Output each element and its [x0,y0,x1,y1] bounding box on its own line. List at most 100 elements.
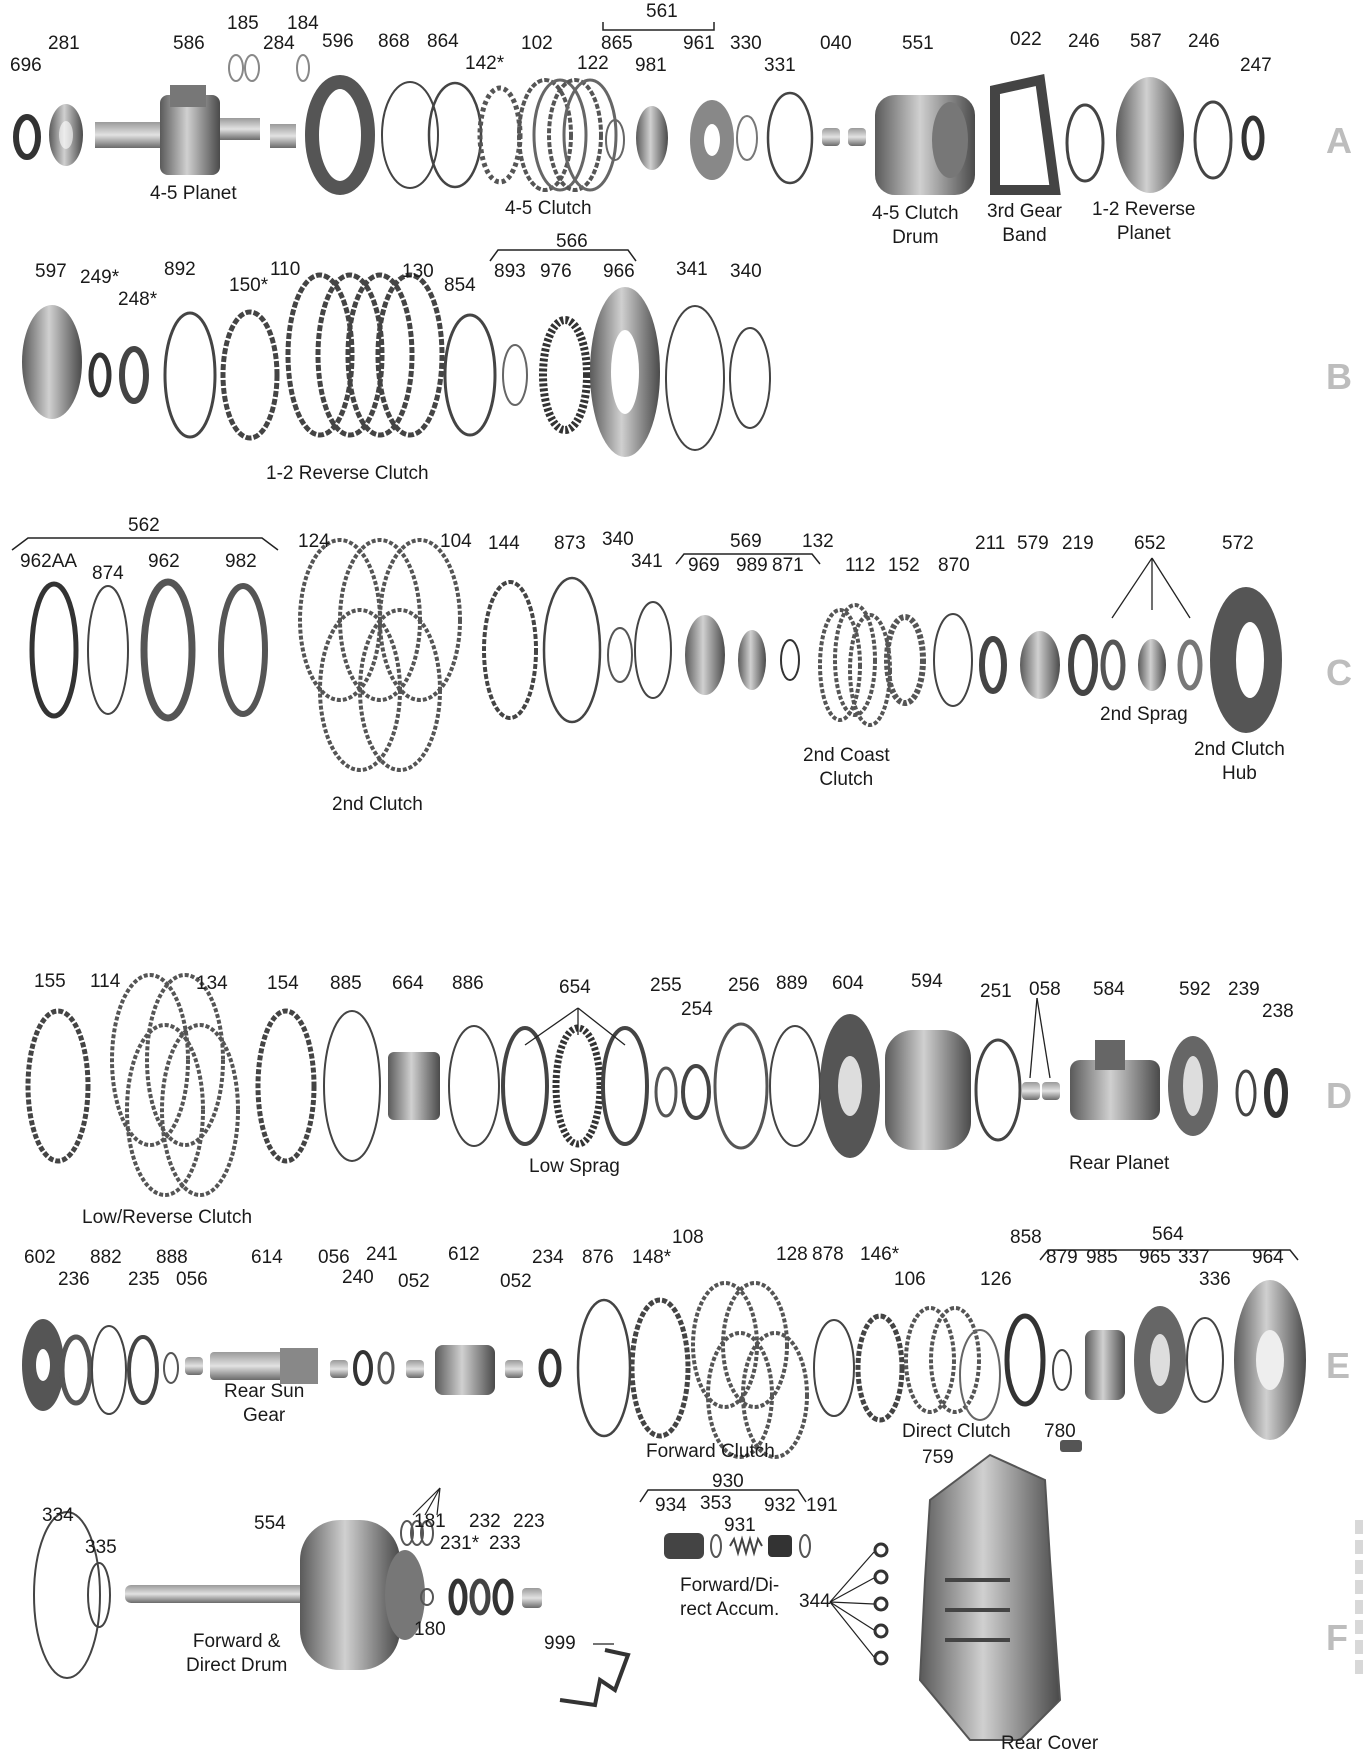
part-number: 566 [556,231,588,252]
part-number: 238 [1262,1001,1294,1022]
part-number: 334 [42,1505,74,1526]
part-number: 130 [402,261,434,282]
part-number: 934 [655,1495,687,1516]
part-number: 040 [820,33,852,54]
part-number: 104 [440,531,472,552]
part-number: 594 [911,971,943,992]
part-number: 331 [764,55,796,76]
part-number: 132 [802,531,834,552]
part-number: 110 [270,259,301,280]
part-number: 876 [582,1247,614,1268]
caption-forward-direct-accum: Forward/Di- rect Accum. [680,1575,780,1620]
part-number: 154 [267,973,299,994]
part-number: 185 [227,13,259,34]
part-number: 551 [902,33,934,54]
part-number: 251 [980,981,1012,1002]
part-number: 340 [602,529,634,550]
part-number: 592 [1179,979,1211,1000]
part-number: 128 [776,1244,808,1265]
part-number: 106 [894,1269,926,1290]
part-number: 561 [646,1,678,22]
part-number: 022 [1010,29,1042,50]
row-letter-b: B [1326,356,1352,397]
part-number: 233 [489,1533,521,1554]
row-letter-e: E [1326,1345,1351,1386]
caption-direct-clutch: Direct Clutch [902,1421,1011,1442]
part-number: 144 [488,533,520,554]
part-number: 240 [342,1267,374,1288]
part-number: 874 [92,563,124,584]
part-number: 058 [1029,979,1061,1000]
part-number: 999 [544,1633,576,1654]
caption-low-reverse-clutch: Low/Reverse Clutch [82,1207,253,1228]
part-number: 965 [1139,1247,1171,1268]
part-number: 219 [1062,533,1094,554]
part-number: 962 [148,551,180,572]
part-number: 281 [48,33,80,54]
part-number: 930 [712,1471,744,1492]
part-number: 870 [938,555,970,576]
part-number: 587 [1130,31,1162,52]
part-number: 969 [688,555,720,576]
part-number: 961 [683,33,715,54]
part-number: 337 [1178,1247,1210,1268]
caption-4-5-clutch: 4-5 Clutch [505,198,592,219]
part-number: 604 [832,973,864,994]
part-number: 112 [845,555,876,576]
part-number: 654 [559,977,591,998]
part-number: 596 [322,31,354,52]
part-number: 232 [469,1511,501,1532]
part-number: 696 [10,55,42,76]
part-number: 864 [427,31,459,52]
caption-4-5-planet: 4-5 Planet [150,183,237,204]
part-number: 886 [452,973,484,994]
part-number: 893 [494,261,526,282]
part-number: 211 [975,533,1006,554]
caption-2nd-clutch: 2nd Clutch [332,794,423,815]
caption-3rd-gear-band: 3rd Gear Band [987,201,1062,246]
row-letter-d: D [1326,1075,1352,1116]
part-number: 241 [366,1244,398,1265]
caption-1-2-reverse-clutch: 1-2 Reverse Clutch [266,463,429,484]
caption-forward-direct-drum: Forward & Direct Drum [186,1631,288,1676]
part-number: 572 [1222,533,1254,554]
part-number: 102 [521,33,553,54]
part-number: 191 [806,1495,838,1516]
part-number: 056 [176,1269,208,1290]
row-letter-a: A [1326,120,1352,161]
part-number: 962AA [20,551,78,572]
part-number: 569 [730,531,762,552]
part-number: 236 [58,1269,90,1290]
part-number: 584 [1093,979,1125,1000]
part-number: 126 [980,1269,1012,1290]
part-number: 931 [724,1515,756,1536]
part-number: 759 [922,1447,954,1468]
part-number: 148* [632,1247,672,1268]
part-number: 602 [24,1247,56,1268]
part-number: 854 [444,275,476,296]
part-number: 780 [1044,1421,1076,1442]
part-number: 142* [465,53,505,74]
part-number: 989 [736,555,768,576]
caption-low-sprag: Low Sprag [529,1156,620,1177]
part-number: 052 [398,1271,430,1292]
part-number: 152 [888,555,920,576]
part-number: 155 [34,971,66,992]
part-number: 889 [776,973,808,994]
caption-rear-cover: Rear Cover [1001,1733,1099,1754]
part-number: 056 [318,1247,350,1268]
part-number: 976 [540,261,572,282]
part-number: 122 [577,53,609,74]
part-number: 246 [1068,31,1100,52]
part-number: 652 [1134,533,1166,554]
part-number: 114 [90,971,121,992]
caption-forward-clutch: Forward Clutch [646,1441,775,1462]
caption-4-5-clutch-drum: 4-5 Clutch Drum [872,203,959,248]
caption-2nd-coast-clutch: 2nd Coast Clutch [803,745,890,790]
caption-rear-planet: Rear Planet [1069,1153,1170,1174]
part-number: 256 [728,975,760,996]
part-number: 184 [287,13,319,34]
row-e-parts [22,1249,1306,1459]
caption-1-2-reverse-planet: 1-2 Reverse Planet [1092,199,1196,244]
